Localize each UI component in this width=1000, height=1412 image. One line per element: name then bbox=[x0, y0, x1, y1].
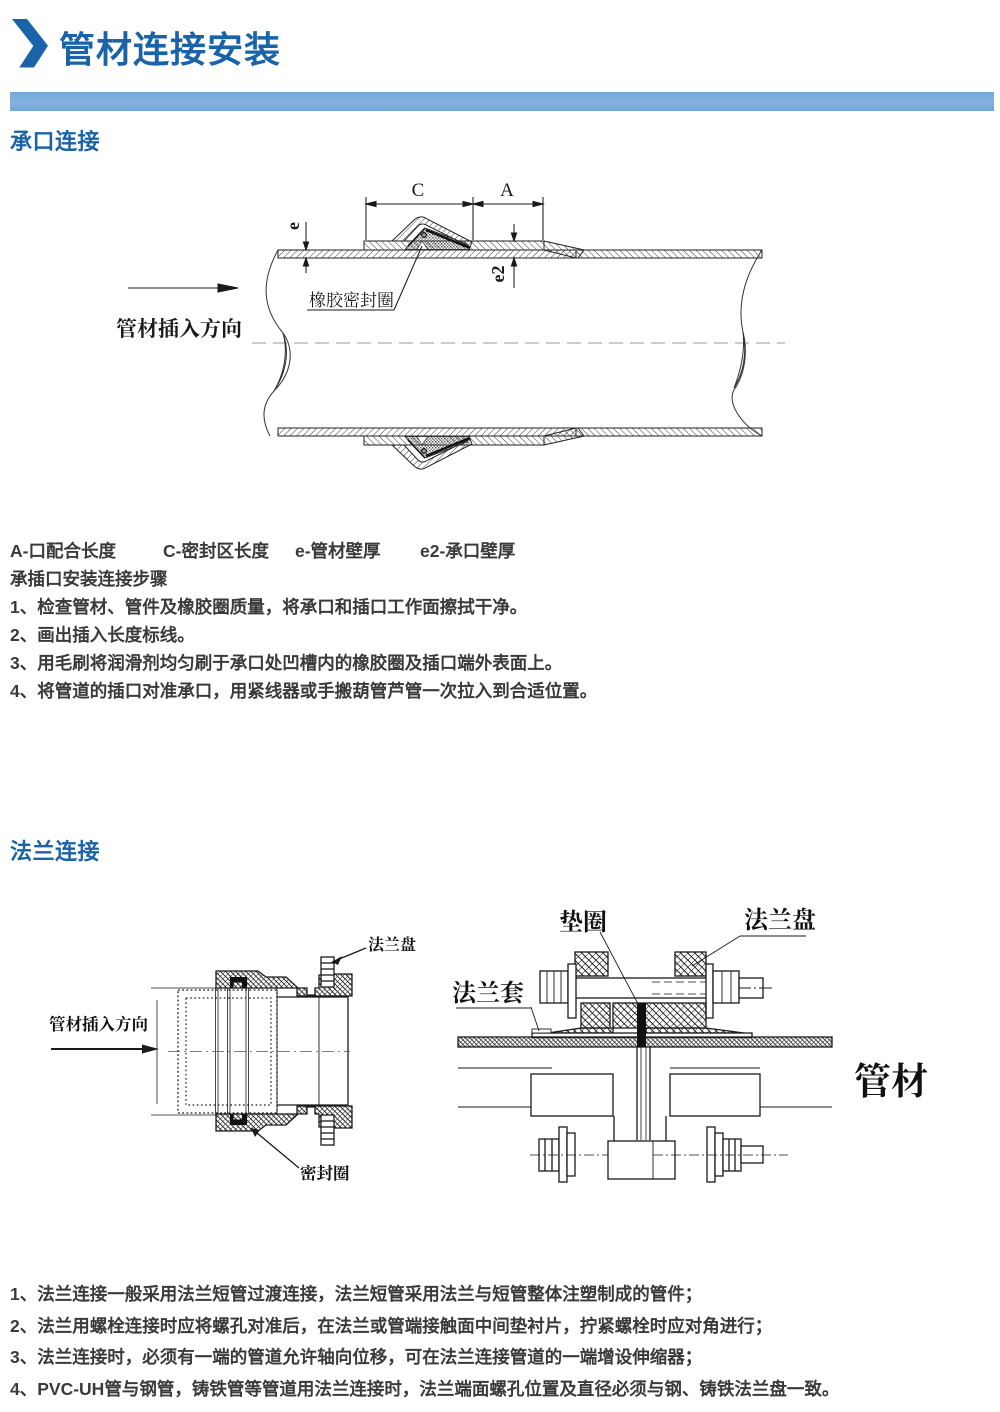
svg-text:管材插入方向: 管材插入方向 bbox=[49, 1014, 148, 1034]
svg-text:橡胶密封圈: 橡胶密封圈 bbox=[309, 291, 394, 310]
svg-text:e2: e2 bbox=[488, 266, 508, 283]
svg-text:法兰套: 法兰套 bbox=[452, 980, 524, 1007]
svg-text:垫圈: 垫圈 bbox=[559, 909, 607, 936]
svg-text:管材: 管材 bbox=[854, 1061, 928, 1103]
svg-text:e: e bbox=[283, 222, 303, 230]
svg-text:C: C bbox=[412, 180, 425, 201]
svg-text:管材插入方向: 管材插入方向 bbox=[116, 317, 242, 341]
svg-text:法兰盘: 法兰盘 bbox=[744, 907, 816, 934]
svg-text:密封圈: 密封圈 bbox=[300, 1164, 350, 1183]
svg-text:A: A bbox=[500, 180, 514, 201]
svg-text:法兰盘: 法兰盘 bbox=[368, 935, 416, 954]
